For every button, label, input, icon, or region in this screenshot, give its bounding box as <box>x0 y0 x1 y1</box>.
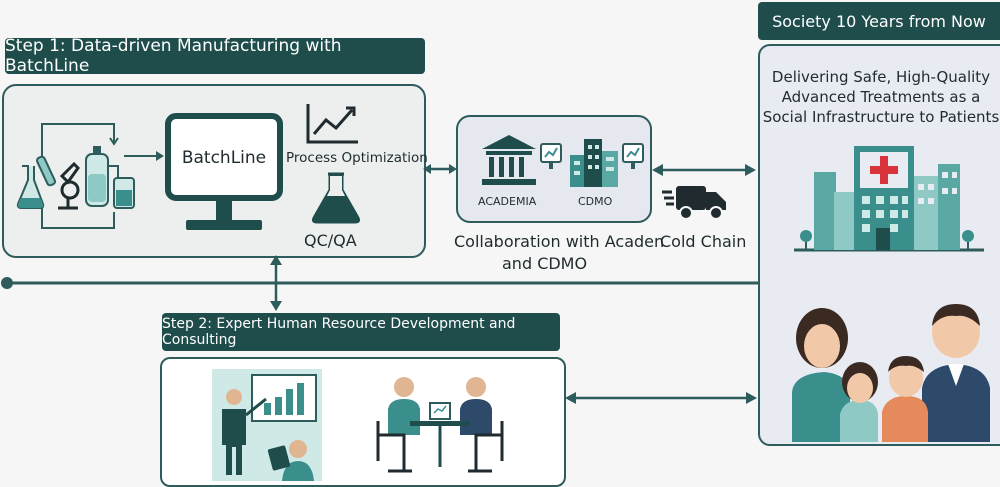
step2-society-arrow <box>565 392 757 404</box>
society-title-text: Society 10 Years from Now <box>772 11 986 31</box>
step1-title-text: Step 1: Data-driven Manufacturing with B… <box>5 36 342 76</box>
society-line3: Social Infrastructure to Patients <box>762 108 1000 126</box>
society-line2: Advanced Treatments as a <box>781 88 981 106</box>
presentation-icon <box>212 369 322 481</box>
consulting-meeting-icon <box>376 377 504 473</box>
collab-panel: ACADEMIA CDMO <box>456 115 652 223</box>
society-title: Society 10 Years from Now <box>758 2 1000 40</box>
flow-arrow <box>124 151 164 161</box>
step1-step2-arrow <box>270 255 282 311</box>
cdmo-buildings-icon <box>570 139 618 187</box>
collab-society-arrow <box>652 164 756 176</box>
flask-icon <box>311 172 361 224</box>
step2-title: Step 2: Expert Human Resource Developmen… <box>162 313 560 351</box>
hospital-icon <box>794 146 984 252</box>
cold-chain-label: Cold Chain <box>660 232 747 251</box>
step2-panel <box>160 357 566 487</box>
society-panel: Delivering Safe, High-Quality Advanced T… <box>758 44 1000 446</box>
step1-title: Step 1: Data-driven Manufacturing with B… <box>5 36 425 76</box>
delivery-truck-icon <box>662 186 726 220</box>
cdmo-label: CDMO <box>578 195 613 208</box>
step2-title-text: Step 2: Expert Human Resource Developmen… <box>162 316 516 348</box>
data-screen-icon <box>540 143 562 169</box>
academia-building-icon <box>482 135 536 185</box>
trend-chart-icon <box>306 104 358 144</box>
society-line1: Delivering Safe, High-Quality <box>771 68 991 86</box>
collab-caption-line1: Collaboration with Acaden <box>454 232 665 251</box>
monitor-label: BatchLine <box>181 148 267 168</box>
step1-collab-arrow <box>423 164 457 174</box>
qcqa-label: QC/QA <box>304 231 357 250</box>
academia-label: ACADEMIA <box>478 195 537 208</box>
monitor-icon <box>165 113 283 230</box>
collab-caption-line2: and CDMO <box>502 254 588 273</box>
family-icon <box>792 304 990 442</box>
step1-panel: BatchLine Process Optimization QC/QA <box>2 84 428 258</box>
process-optimization-label: Process Optimization <box>286 150 428 166</box>
lab-equipment-icon <box>16 123 135 229</box>
data-screen-icon-2 <box>622 143 644 169</box>
